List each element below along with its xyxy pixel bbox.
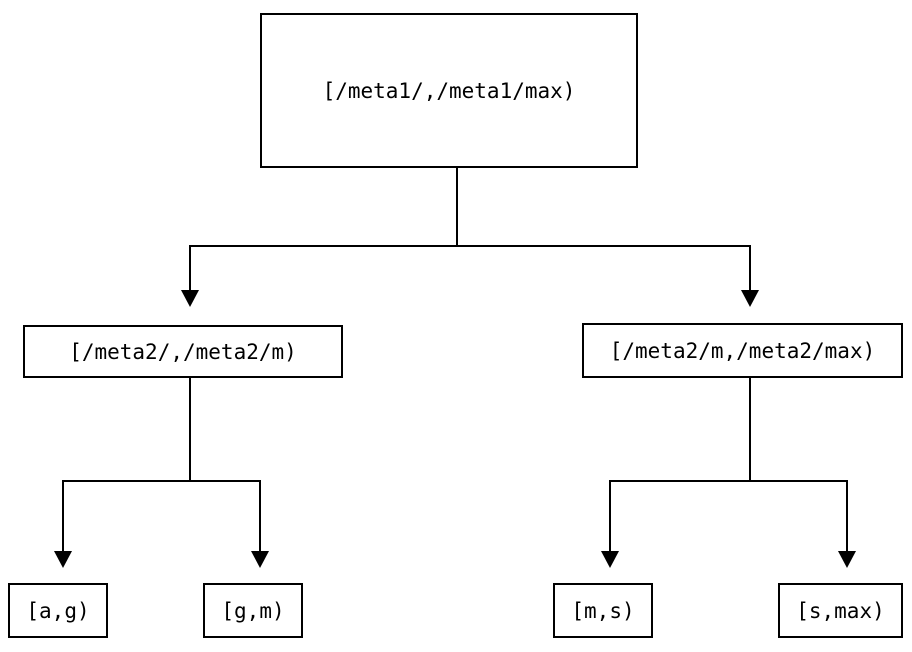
- tree-node-leaf-ag: [a,g): [8, 583, 108, 638]
- tree-node-level2-right-label: [/meta2/m,/meta2/max): [609, 338, 876, 363]
- tree-node-leaf-gm-label: [g,m): [221, 598, 285, 623]
- edge-left-stem: [189, 378, 191, 482]
- tree-node-leaf-ag-label: [a,g): [26, 598, 90, 623]
- tree-node-leaf-smax-label: [s,max): [796, 598, 885, 623]
- tree-node-leaf-smax: [s,max): [778, 583, 903, 638]
- tree-node-level2-left-label: [/meta2/,/meta2/m): [69, 339, 297, 364]
- edge-left-to-ag-drop: [62, 480, 64, 553]
- tree-node-leaf-gm: [g,m): [203, 583, 303, 638]
- arrowhead-down-icon: [54, 551, 72, 568]
- edge-right-to-ms-drop: [609, 480, 611, 553]
- edge-right-stem: [749, 378, 751, 482]
- tree-node-root: [/meta1/,/meta1/max): [260, 13, 638, 168]
- edge-root-to-left-drop: [189, 245, 191, 292]
- edge-right-rail: [609, 480, 848, 482]
- tree-node-level2-right: [/meta2/m,/meta2/max): [582, 323, 903, 378]
- edge-root-stem: [456, 168, 458, 247]
- arrowhead-down-icon: [838, 551, 856, 568]
- tree-node-root-label: [/meta1/,/meta1/max): [322, 78, 576, 103]
- edge-left-rail: [62, 480, 261, 482]
- tree-node-leaf-ms: [m,s): [553, 583, 653, 638]
- arrowhead-down-icon: [181, 290, 199, 307]
- arrowhead-down-icon: [601, 551, 619, 568]
- edge-right-to-smax-drop: [846, 480, 848, 553]
- edge-root-to-right-drop: [749, 245, 751, 292]
- tree-node-level2-left: [/meta2/,/meta2/m): [23, 325, 343, 378]
- arrowhead-down-icon: [251, 551, 269, 568]
- edge-left-to-gm-drop: [259, 480, 261, 553]
- edge-root-rail: [189, 245, 751, 247]
- arrowhead-down-icon: [741, 290, 759, 307]
- tree-node-leaf-ms-label: [m,s): [571, 598, 635, 623]
